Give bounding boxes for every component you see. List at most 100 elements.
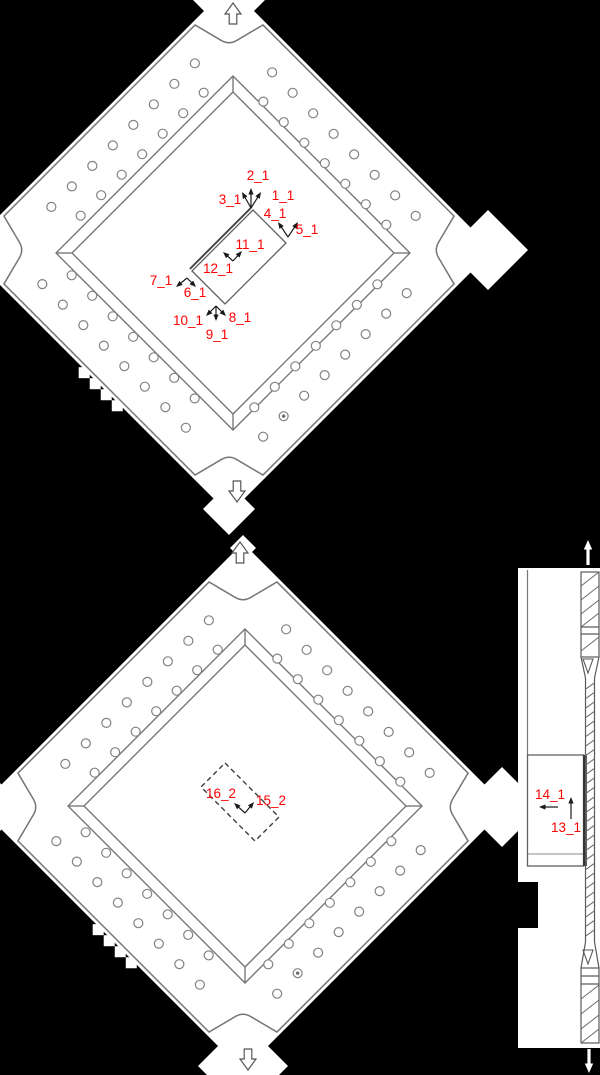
hole: [404, 747, 415, 758]
hole: [308, 108, 319, 119]
plate-hatch: [585, 862, 595, 871]
bar-hatch: [580, 571, 600, 587]
bar-hatch: [580, 984, 600, 1000]
hole: [281, 624, 292, 635]
plate-hatch: [585, 748, 595, 757]
label-9_1: 9_1: [206, 327, 229, 342]
hole: [51, 836, 62, 847]
hole: [128, 331, 139, 342]
hole: [192, 665, 203, 676]
package-top-view-2: [16, 540, 470, 1072]
hole: [183, 929, 194, 940]
corner-tab: [448, 210, 528, 290]
plate-hatch: [585, 777, 595, 785]
plate-hatch: [585, 834, 595, 842]
label-4_1: 4_1: [264, 206, 287, 221]
arrowhead-icon: [568, 797, 574, 804]
hole: [299, 137, 310, 148]
hole: [203, 615, 214, 626]
hole: [360, 329, 371, 340]
label-8_1: 8_1: [229, 310, 252, 325]
section-line: [580, 656, 587, 679]
hole: [351, 299, 362, 310]
arrowhead-icon: [248, 188, 254, 195]
arrowhead-icon: [219, 309, 226, 316]
bar-hatch: [580, 1014, 600, 1030]
hole: [71, 856, 82, 867]
hole: [137, 149, 148, 160]
arrowhead-icon: [278, 222, 284, 229]
hole: [169, 78, 180, 89]
bar-hatch: [580, 599, 600, 615]
hole: [128, 119, 139, 130]
hole: [174, 959, 185, 970]
hole: [116, 169, 127, 180]
hole: [151, 706, 162, 717]
corner-tab: [198, 1021, 288, 1075]
hole: [345, 877, 356, 888]
hole: [395, 865, 406, 876]
hole: [372, 279, 383, 290]
hole: [142, 676, 153, 687]
hole: [87, 160, 98, 171]
hole: [410, 210, 421, 221]
hole: [189, 393, 200, 404]
hole: [37, 279, 48, 290]
plate-hatch: [585, 853, 595, 861]
lead-tooth: [114, 946, 126, 958]
plate-hatch: [585, 767, 595, 776]
hole: [80, 827, 91, 838]
plate-hatch: [585, 891, 595, 899]
hole: [292, 674, 303, 685]
hole: [92, 877, 103, 888]
corner-tab: [0, 240, 10, 260]
label-7_1: 7_1: [150, 273, 173, 288]
hole: [360, 199, 371, 210]
hole: [57, 299, 68, 310]
hole: [319, 158, 330, 169]
hole: [395, 776, 406, 787]
hole: [80, 738, 91, 749]
package-body-fill: [0, 543, 507, 1071]
section-line: [593, 941, 600, 969]
bar-hatch: [580, 585, 600, 601]
hole: [46, 201, 57, 212]
up-block-arrow-icon: [223, 1, 243, 25]
hole: [331, 320, 342, 331]
hole: [374, 886, 385, 897]
hole: [313, 694, 324, 705]
down-arrow-icon: [584, 1049, 594, 1073]
side-view-canvas-notch: [516, 882, 538, 928]
plate-hatch: [585, 729, 595, 738]
label-5_1: 5_1: [296, 222, 319, 237]
hole: [203, 950, 214, 961]
plate-hatch: [585, 843, 595, 852]
package-side-view: [526, 540, 600, 1073]
hole: [160, 402, 171, 413]
hole: [89, 767, 100, 778]
hole: [162, 656, 173, 667]
hole: [169, 372, 180, 383]
arrowhead-icon: [292, 222, 298, 229]
arrowhead-icon: [189, 280, 196, 287]
hole: [121, 697, 132, 708]
arrowhead-icon: [223, 252, 230, 259]
hole: [148, 99, 159, 110]
hole: [272, 653, 283, 664]
hole: [130, 726, 141, 737]
hole: [121, 868, 132, 879]
hole: [249, 402, 260, 413]
hole: [363, 706, 374, 717]
hole: [369, 169, 380, 180]
hole: [424, 767, 435, 778]
hole: [272, 988, 283, 999]
taper-detail: [582, 658, 594, 675]
hole: [98, 340, 109, 351]
hole: [212, 644, 223, 655]
hole: [381, 219, 392, 230]
lead-tooth: [78, 367, 90, 379]
taper-detail: [582, 949, 594, 966]
hole: [299, 390, 310, 401]
hole: [328, 128, 339, 139]
hole: [96, 190, 107, 201]
